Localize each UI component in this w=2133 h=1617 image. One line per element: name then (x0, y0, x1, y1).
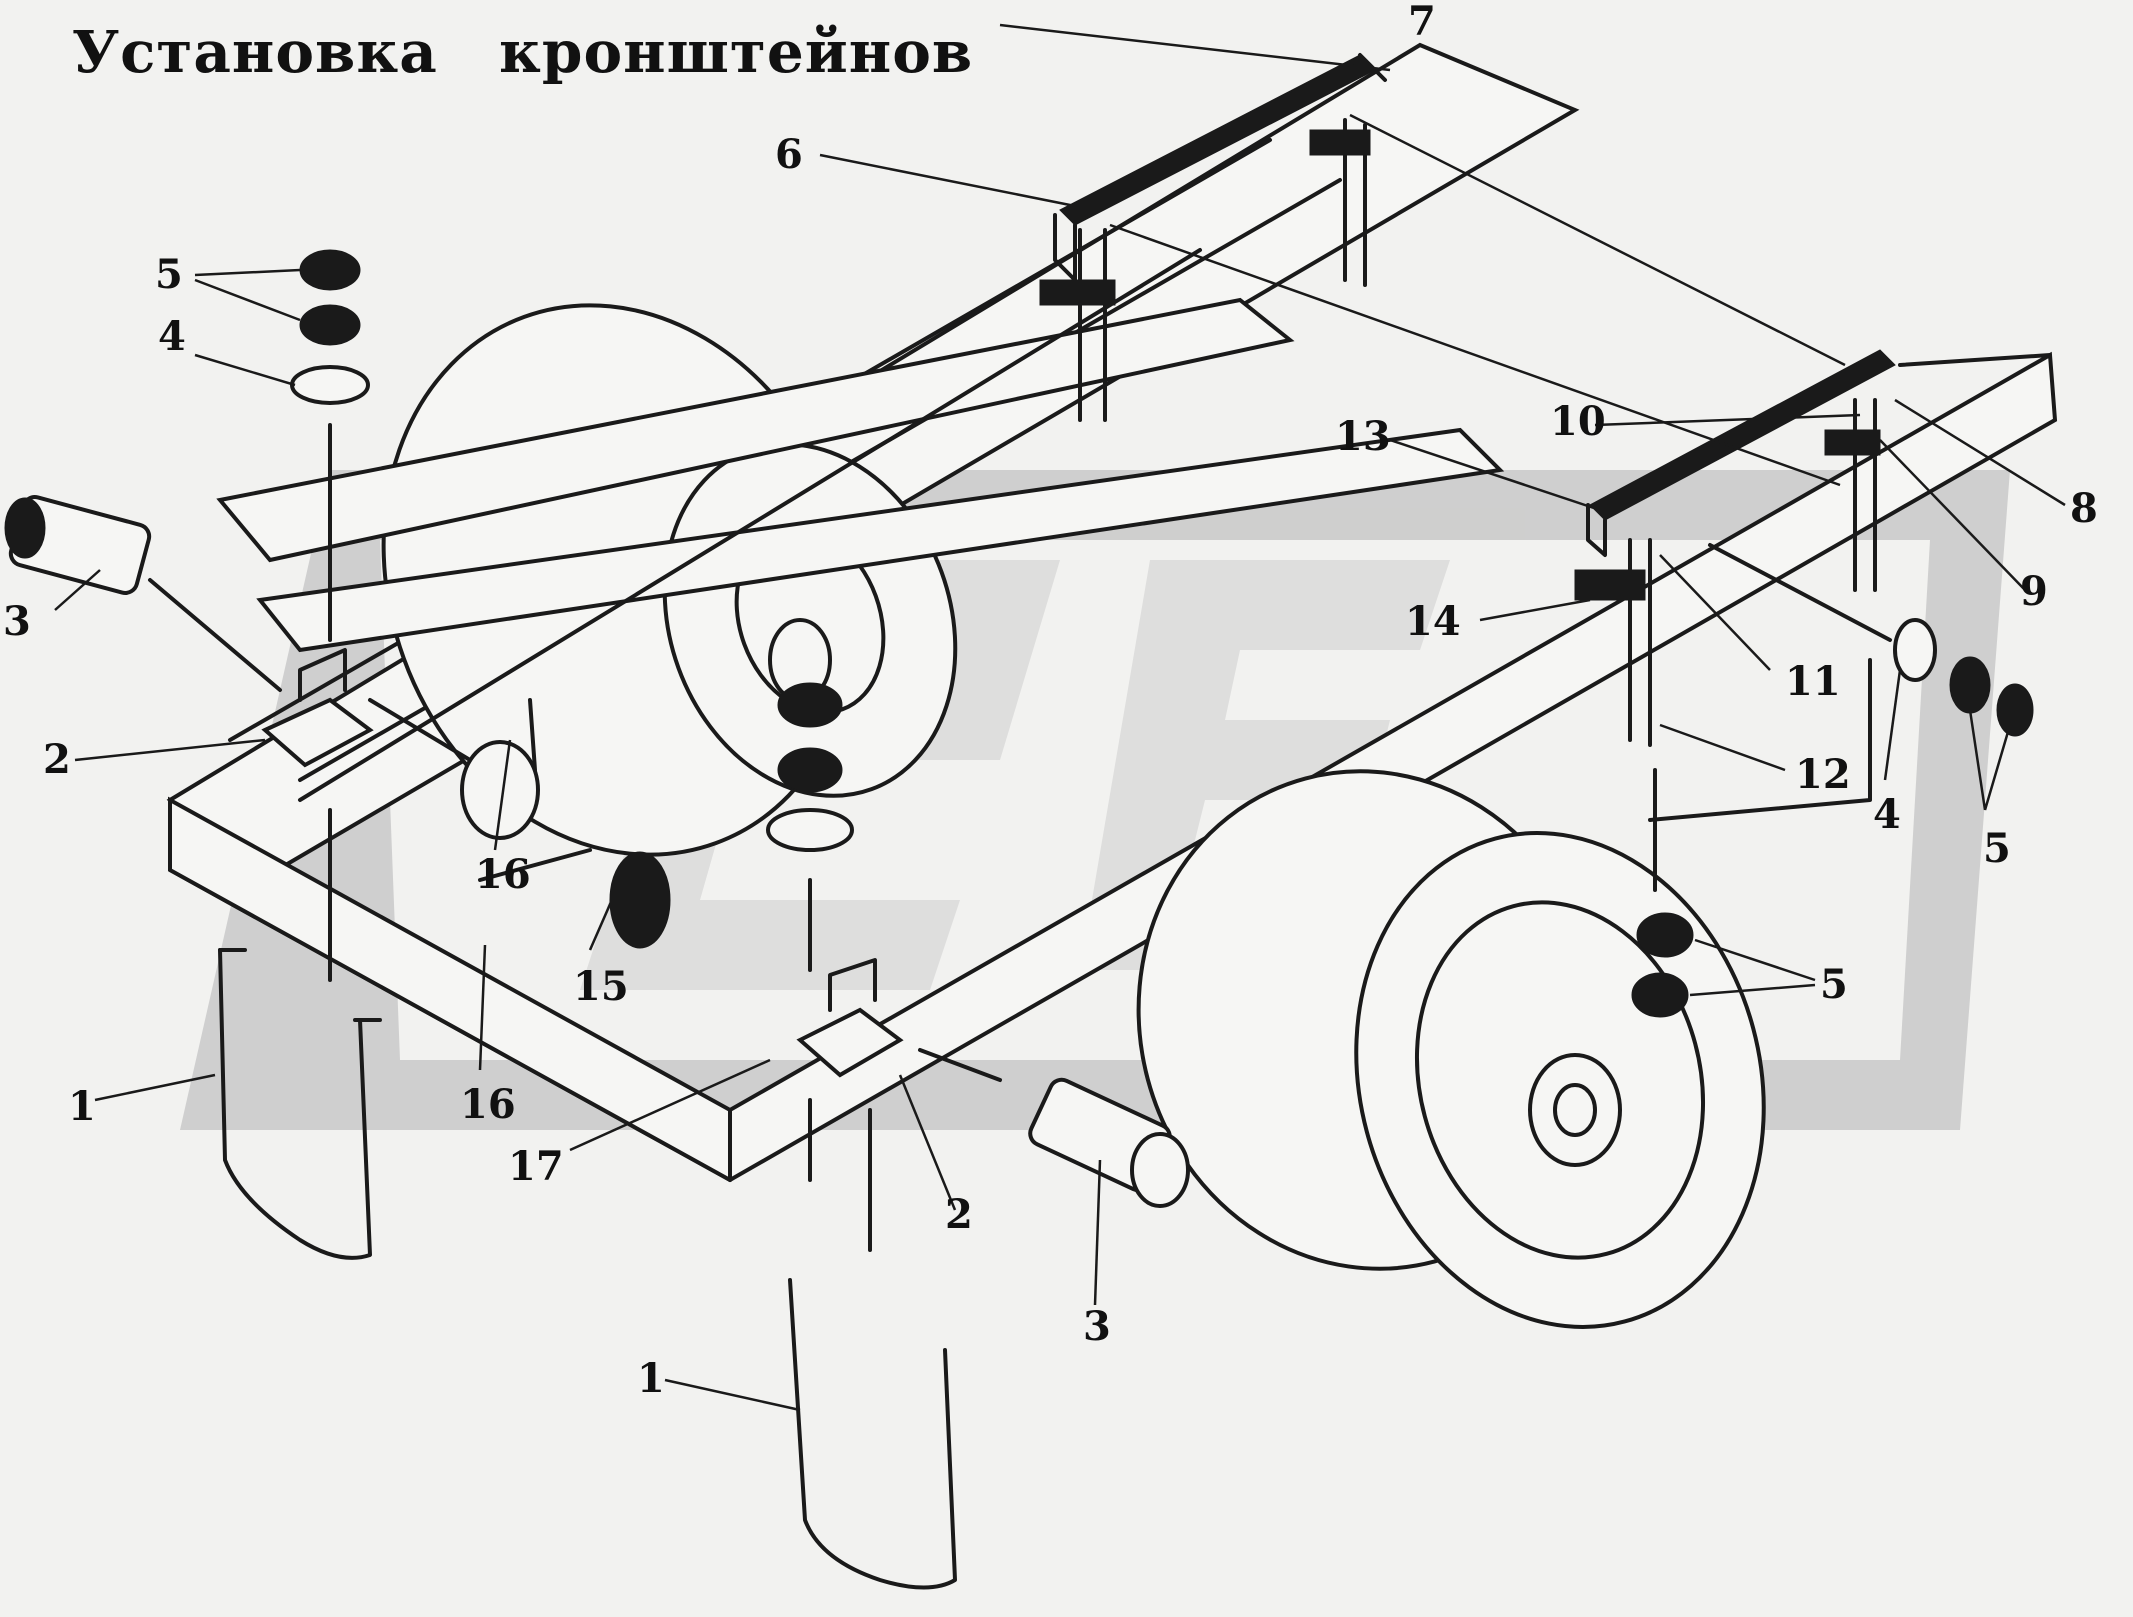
callout-5-top: 5 (155, 251, 183, 298)
callout-6: 6 (775, 131, 803, 178)
callout-leaders (54, 23, 2066, 1412)
spring-brackets (261, 648, 904, 1078)
callout-1-left: 1 (68, 1083, 96, 1130)
callout-16-lower: 16 (460, 1081, 516, 1128)
bracket-bars (1039, 53, 1896, 747)
assembly-arrows (148, 248, 1892, 1252)
callout-3-left: 3 (3, 598, 31, 645)
callout-14: 14 (1405, 598, 1461, 645)
diagram-title: Установка кронштейнов (72, 18, 974, 86)
axle-beam (216, 297, 1505, 653)
callout-16-upper: 16 (475, 851, 531, 898)
callout-labels: 1 1 2 2 3 3 4 4 5 5 5 6 7 8 9 10 11 12 1… (3, 0, 2098, 1402)
pins (4, 495, 1190, 1208)
callout-4-right: 4 (1873, 791, 1901, 838)
callout-4-left: 4 (158, 313, 186, 360)
front-wheel (1136, 769, 1766, 1329)
callout-10: 10 (1550, 398, 1606, 445)
callout-8: 8 (2070, 485, 2098, 532)
callout-11: 11 (1785, 658, 1841, 705)
callout-2-left: 2 (43, 736, 71, 783)
callout-15: 15 (573, 963, 629, 1010)
callout-12: 12 (1795, 751, 1851, 798)
callout-1-bottom: 1 (637, 1355, 665, 1402)
fasteners (290, 249, 2034, 1018)
callout-9: 9 (2020, 568, 2048, 615)
u-bolts (218, 948, 957, 1590)
callout-5-front: 5 (1820, 961, 1848, 1008)
callout-2-bottom: 2 (945, 1191, 973, 1238)
callout-5-right: 5 (1983, 825, 2011, 872)
callout-13: 13 (1335, 413, 1391, 460)
callout-17: 17 (508, 1143, 564, 1190)
callout-7: 7 (1408, 0, 1436, 45)
callout-3-bottom: 3 (1083, 1303, 1111, 1350)
